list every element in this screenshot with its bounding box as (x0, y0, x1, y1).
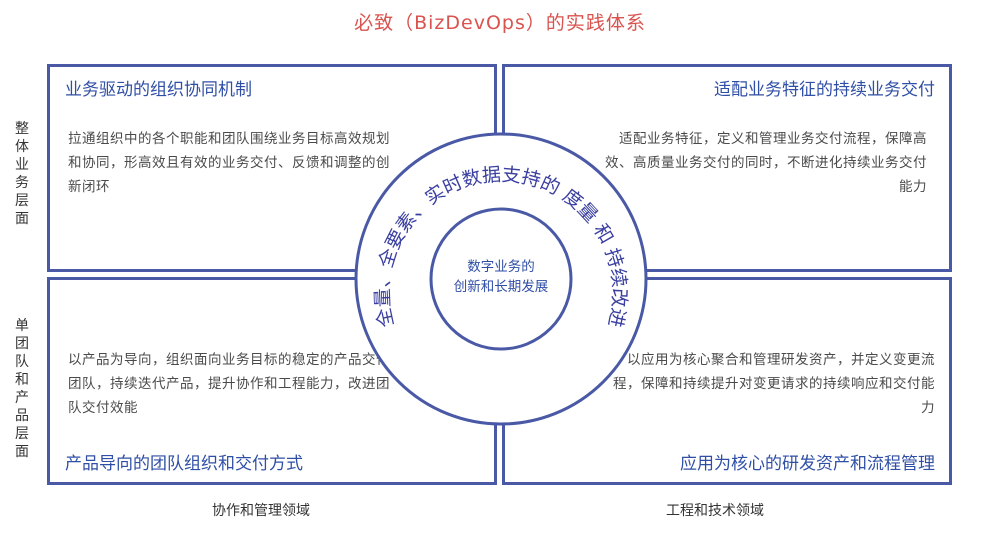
side-label-overall-business: 整体业务层面 (15, 121, 29, 227)
side-label-team-product: 单团队和产品层面 (15, 318, 29, 460)
quadrant-heading: 产品导向的团队组织和交付方式 (65, 454, 303, 474)
bottom-label-engineering-technology: 工程和技术领域 (666, 503, 764, 519)
bottom-label-collaboration-management: 协作和管理领域 (212, 503, 310, 519)
quadrant-description: 以产品为导向，组织面向业务目标的稳定的产品交付团队，持续迭代产品，提升协作和工程… (68, 352, 390, 416)
quadrant-business-driven-collaboration: 业务驱动的组织协同机制 拉通组织中的各个职能和团队围绕业务目标高效规划和协同，形… (47, 64, 497, 272)
page-title: 必致（BizDevOps）的实践体系 (354, 12, 646, 34)
quadrant-heading: 适配业务特征的持续业务交付 (714, 80, 935, 100)
core-text-line1: 数字业务的 (467, 259, 535, 275)
quadrant-application-centric-assets: 以应用为核心聚合和管理研发资产，并定义变更流程，保障和持续提升对变更请求的持续响… (502, 277, 952, 485)
core-text-line2: 创新和长期发展 (454, 279, 549, 295)
inner-core (429, 207, 573, 351)
quadrant-description: 以应用为核心聚合和管理研发资产，并定义变更流程，保障和持续提升对变更请求的持续响… (613, 352, 935, 416)
quadrant-heading: 业务驱动的组织协同机制 (65, 80, 252, 100)
quadrant-heading: 应用为核心的研发资产和流程管理 (680, 454, 935, 474)
center-circle-graphic: 全量、全要素、实时数据支持的 度量 和 持续改进 数字业务的 创新和长期发展 (354, 132, 648, 426)
quadrant-description: 适配业务特征，定义和管理业务交付流程，保障高效、高质量业务交付的同时，不断进化持… (605, 131, 927, 195)
quadrant-continuous-business-delivery: 适配业务特征的持续业务交付 适配业务特征，定义和管理业务交付流程，保障高效、高质… (502, 64, 952, 272)
quadrant-description: 拉通组织中的各个职能和团队围绕业务目标高效规划和协同，形高效且有效的业务交付、反… (68, 131, 390, 195)
center-circle: 全量、全要素、实时数据支持的 度量 和 持续改进 数字业务的 创新和长期发展 (354, 132, 648, 426)
